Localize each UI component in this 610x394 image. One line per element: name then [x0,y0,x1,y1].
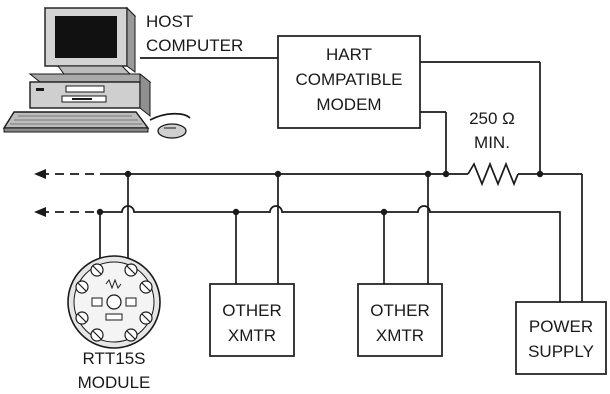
loop-wire-bottom [100,205,561,302]
xmtr2-label-line2: XMTR [376,326,424,345]
mouse-icon [149,112,191,139]
module-label-line2: MODULE [78,373,151,392]
junction-dot [442,170,450,178]
junction-dot [232,208,240,216]
modem-label-line3: MODEM [316,95,381,114]
xmtr-box-1 [209,283,295,357]
resistor-label-line2: MIN. [474,133,510,152]
junction-dot [124,170,132,178]
rtt15s-module-icon [67,255,161,349]
xmtr1-label-line1: OTHER [222,301,282,320]
resistor-symbol [467,161,519,187]
power-supply-box [515,301,607,375]
xmtr-box-2 [357,283,443,357]
arrow-left-icon [34,169,100,179]
arrow-left-icon [34,207,100,217]
junction-dot [536,170,544,178]
modem-label-line1: HART [326,45,372,64]
host-label-line2: COMPUTER [146,36,243,55]
xmtr2-label-line1: OTHER [370,301,430,320]
junction-dot [96,208,104,216]
junction-dot [380,208,388,216]
resistor-label-line1: 250 Ω [469,109,515,128]
xmtr1-label-line2: XMTR [228,326,276,345]
host-label-line1: HOST [146,12,193,31]
junction-dot [274,170,282,178]
modem-label-line2: COMPATIBLE [295,70,402,89]
power-label-line2: SUPPLY [528,342,594,361]
module-label-line1: RTT15S [83,349,146,368]
computer-icon [2,6,152,133]
hart-modem-box [277,35,421,129]
power-label-line1: POWER [529,317,593,336]
junction-dot [424,170,432,178]
